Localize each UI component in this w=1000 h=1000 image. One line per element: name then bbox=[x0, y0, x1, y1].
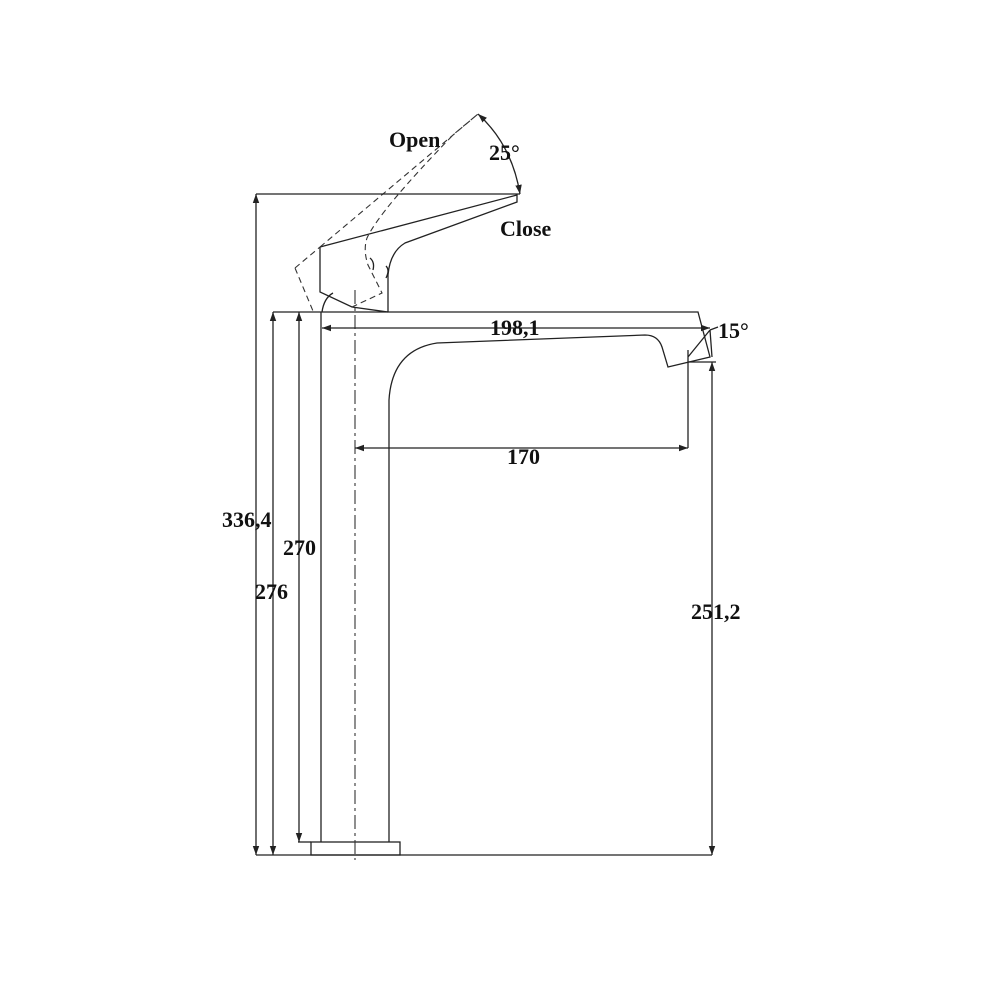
open-label: Open bbox=[389, 127, 440, 152]
handle-angle-arc bbox=[477, 113, 522, 195]
dim-276-label: 276 bbox=[255, 579, 288, 604]
dim-251-label: 251,2 bbox=[691, 599, 741, 624]
handle-angle-label: 25° bbox=[489, 140, 520, 165]
dim-270-label: 270 bbox=[283, 535, 316, 560]
dim-336-label: 336,4 bbox=[222, 507, 272, 532]
spout-angle-mark bbox=[687, 326, 719, 362]
dim-170-label: 170 bbox=[507, 444, 540, 469]
handle-closed bbox=[319, 194, 518, 313]
handle-screw bbox=[369, 257, 389, 279]
spout-angle-label: 15° bbox=[718, 318, 749, 343]
close-label: Close bbox=[500, 216, 552, 241]
handle-open-dashed bbox=[294, 113, 479, 312]
spout-body bbox=[273, 311, 711, 842]
dim-198-label: 198,1 bbox=[490, 315, 540, 340]
